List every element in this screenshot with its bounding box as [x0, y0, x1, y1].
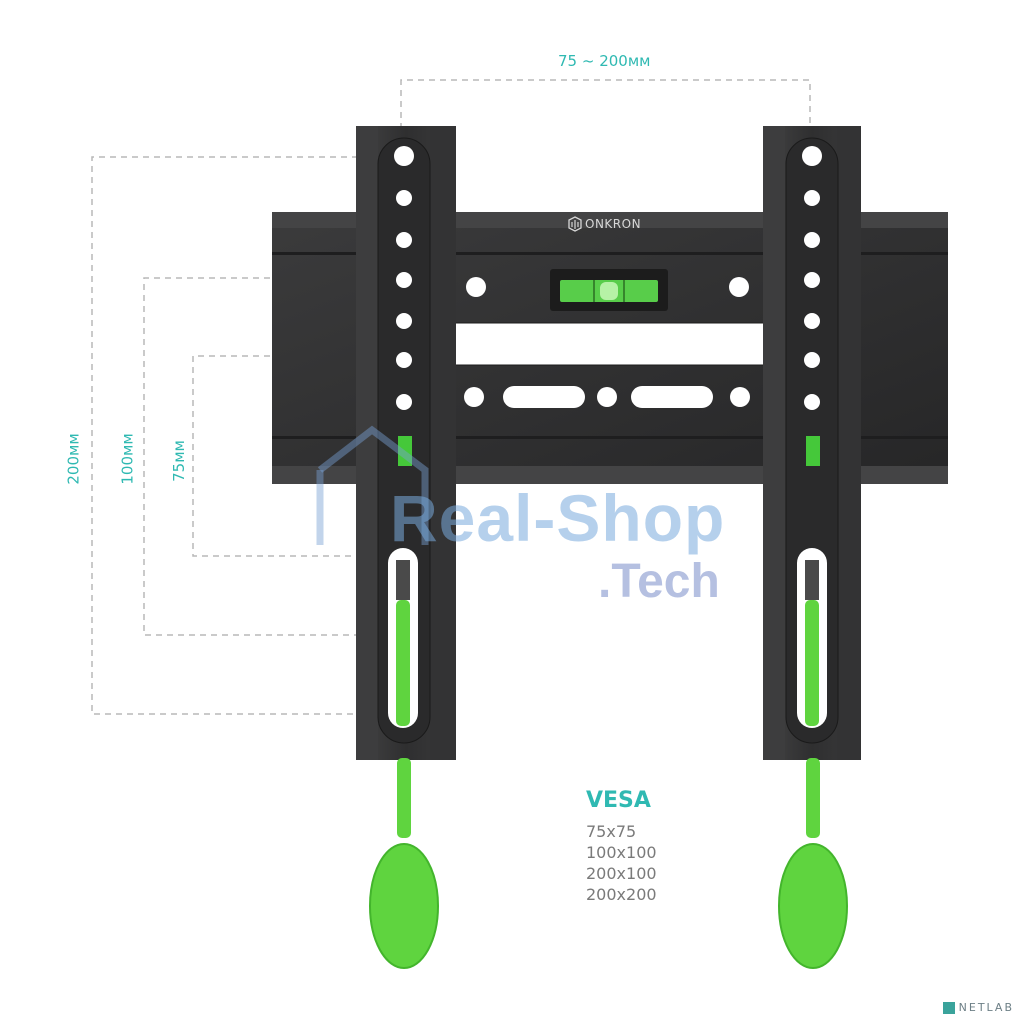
right-rail — [763, 126, 861, 760]
vesa-size: 100x100 — [586, 843, 657, 862]
brand-name: ONKRON — [585, 217, 642, 231]
vertical-100-label: 100мм — [118, 433, 137, 485]
netlab-mark-icon — [942, 1001, 955, 1014]
onkron-logo-icon — [568, 216, 582, 232]
netlab-text: NETLAB — [958, 1001, 1014, 1014]
horizontal-dimension-label: 75 ~ 200мм — [558, 52, 651, 70]
vesa-compatibility: VESA 75x75 100x100 200x100 200x200 — [586, 788, 657, 905]
left-rail — [356, 126, 456, 760]
vesa-title: VESA — [586, 788, 651, 813]
netlab-corner-logo: NETLAB — [942, 1001, 1014, 1014]
vesa-size: 200x100 — [586, 864, 657, 883]
right-pull-tab — [778, 758, 848, 969]
vertical-75-label: 75мм — [169, 440, 188, 482]
left-pull-tab — [369, 758, 439, 969]
brand-logo: ONKRON — [568, 216, 641, 232]
vesa-size: 75x75 — [586, 822, 637, 841]
watermark-house-icon — [316, 425, 429, 545]
vesa-size: 200x200 — [586, 885, 657, 904]
vertical-200-label: 200мм — [64, 433, 83, 485]
